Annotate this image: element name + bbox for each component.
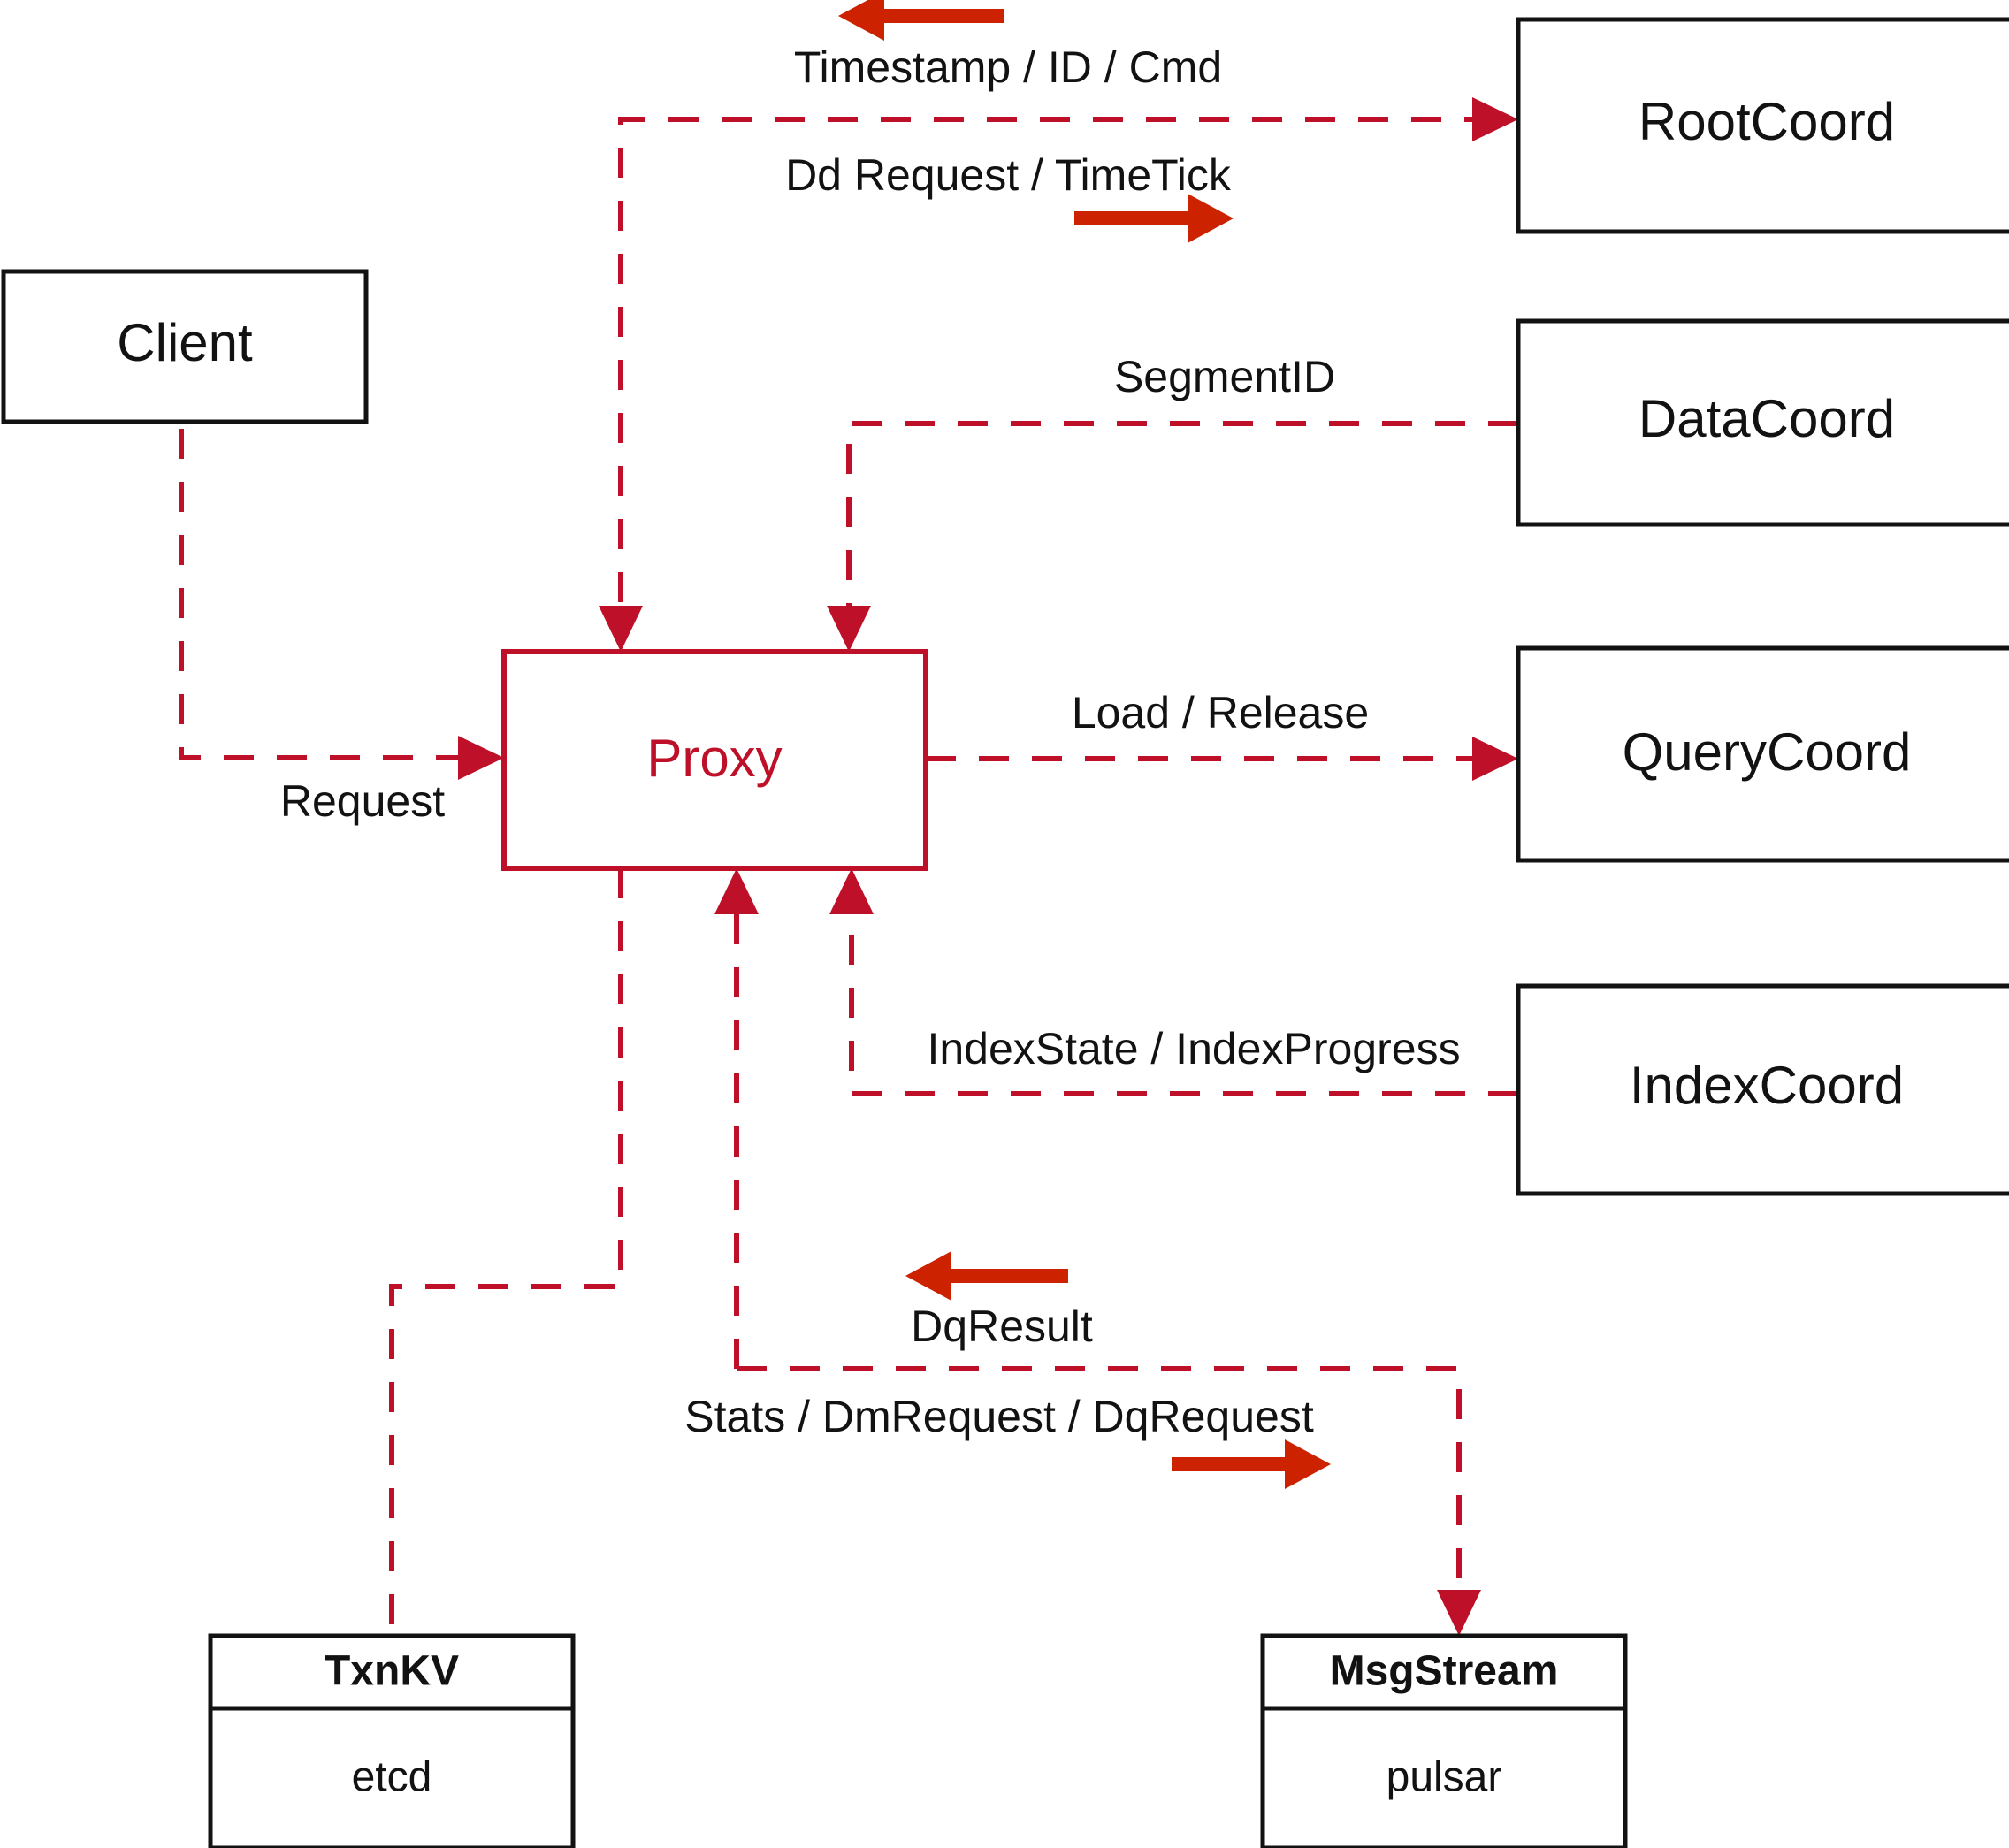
node-rootcoord-label: RootCoord	[1639, 92, 1895, 151]
node-indexcoord-box[interactable]	[1516, 983, 2009, 1196]
node-datacoord-box[interactable]	[1516, 318, 2009, 527]
direction-arrow-left-timestamp	[838, 0, 1004, 41]
node-datacoord-label: DataCoord	[1639, 389, 1895, 448]
node-proxy[interactable]: Proxy	[501, 649, 928, 871]
node-txnkv-box[interactable]	[208, 1633, 576, 1848]
direction-arrow-left-dqresult-head	[905, 1251, 951, 1301]
direction-arrow-right-dqrequest	[1172, 1439, 1331, 1489]
node-rootcoord[interactable]: RootCoord	[1516, 17, 2009, 234]
node-txnkv-title: TxnKV	[325, 1648, 459, 1695]
node-rootcoord-box[interactable]	[1516, 17, 2009, 234]
edge-proxy-to-txnkv	[389, 868, 623, 1636]
edge-rootcoord-to-proxy-path	[618, 117, 1494, 619]
edge-datacoord-to-proxy-arrowhead	[827, 606, 871, 652]
edge-proxy-to-msgstream-arrowhead	[1437, 1590, 1481, 1636]
edge-proxy-to-rootcoord-arrowhead	[1472, 97, 1518, 141]
edge-label-request: Request	[280, 776, 445, 826]
edge-indexcoord-to-proxy-path	[849, 902, 1518, 1096]
edge-client-request	[179, 376, 504, 780]
node-querycoord[interactable]: QueryCoord	[1516, 645, 2009, 863]
node-msgstream[interactable]: MsgStream pulsar	[1260, 1633, 1628, 1848]
edge-label-stats-dmrequest-dqrequest: Stats / DmRequest / DqRequest	[684, 1392, 1314, 1441]
direction-arrow-right-dqrequest-head	[1285, 1439, 1331, 1489]
node-msgstream-box[interactable]	[1260, 1633, 1628, 1848]
edge-proxy-to-rootcoord	[1472, 97, 1518, 141]
node-querycoord-label: QueryCoord	[1623, 722, 1912, 782]
node-client[interactable]: Client	[1, 269, 369, 424]
node-txnkv[interactable]: TxnKV etcd	[208, 1633, 576, 1848]
node-indexcoord[interactable]: IndexCoord	[1516, 983, 2009, 1196]
edge-indexcoord-to-proxy-arrowhead	[829, 868, 874, 914]
node-msgstream-title: MsgStream	[1330, 1648, 1559, 1695]
node-client-box[interactable]	[1, 269, 369, 424]
node-proxy-label: Proxy	[646, 729, 782, 788]
node-proxy-box[interactable]	[501, 649, 928, 871]
edge-proxy-to-querycoord	[926, 737, 1518, 781]
direction-arrow-left-timestamp-head	[838, 0, 884, 41]
direction-arrow-left-dqresult	[905, 1251, 1068, 1301]
edge-msgstream-to-proxy	[714, 868, 759, 1369]
edge-label-segmentid: SegmentID	[1114, 352, 1335, 401]
node-querycoord-box[interactable]	[1516, 645, 2009, 863]
edge-label-dd-request-timetick: Dd Request / TimeTick	[785, 150, 1232, 200]
edge-label-load-release: Load / Release	[1072, 688, 1369, 737]
edge-proxy-to-msgstream	[737, 1366, 1481, 1636]
direction-arrow-right-ddrequest	[1074, 194, 1234, 243]
node-msgstream-impl: pulsar	[1386, 1754, 1502, 1801]
edge-client-request-arrowhead	[458, 736, 504, 780]
edge-proxy-to-msgstream-path	[737, 1366, 1462, 1600]
edge-proxy-to-querycoord-arrowhead	[1472, 737, 1518, 781]
node-indexcoord-label: IndexCoord	[1630, 1056, 1904, 1115]
edge-msgstream-to-proxy-arrowhead	[714, 868, 759, 914]
edge-datacoord-to-proxy	[827, 421, 1518, 652]
node-datacoord[interactable]: DataCoord	[1516, 318, 2009, 527]
edge-rootcoord-to-proxy-arrowhead	[599, 606, 643, 652]
direction-arrow-right-ddrequest-head	[1188, 194, 1234, 243]
node-txnkv-impl: etcd	[352, 1754, 432, 1801]
node-client-label: Client	[117, 313, 253, 372]
edge-label-indexstate-indexprogress: IndexState / IndexProgress	[927, 1024, 1460, 1073]
edge-label-dqresult: DqResult	[911, 1302, 1093, 1351]
edge-datacoord-to-proxy-path	[846, 421, 1518, 619]
edge-indexcoord-to-proxy	[829, 868, 1518, 1096]
edge-client-request-path	[179, 376, 477, 760]
edge-proxy-to-txnkv-path	[389, 868, 623, 1636]
edge-rootcoord-to-proxy	[599, 117, 1494, 652]
edge-label-timestamp-id-cmd: Timestamp / ID / Cmd	[794, 42, 1222, 92]
